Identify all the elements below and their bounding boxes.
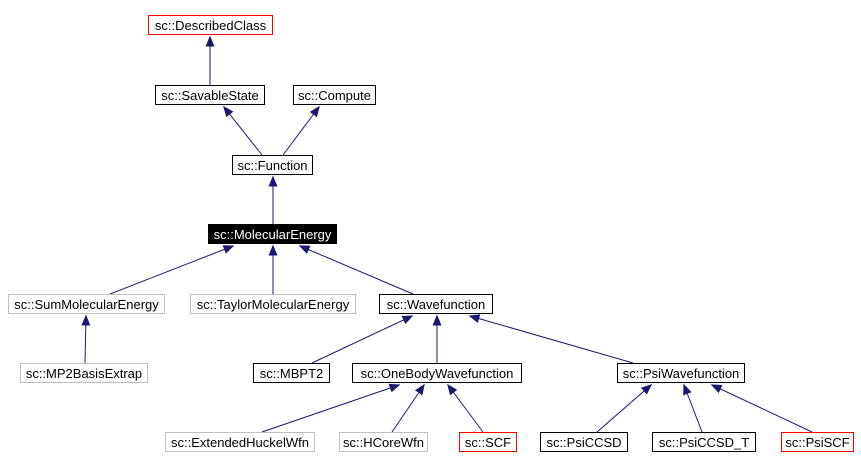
class-node-one-body-wavefunction[interactable]: sc::OneBodyWavefunction — [352, 363, 522, 383]
class-node-taylor-molecular-energy: sc::TaylorMolecularEnergy — [190, 294, 356, 314]
class-node-compute[interactable]: sc::Compute — [293, 85, 376, 105]
class-node-wavefunction[interactable]: sc::Wavefunction — [379, 294, 493, 314]
class-node-savable-state[interactable]: sc::SavableState — [155, 85, 265, 105]
inheritance-edge-mp2-basis-extrap-to-sum-molecular-energy — [81, 314, 91, 364]
class-node-psi-wavefunction[interactable]: sc::PsiWavefunction — [617, 363, 745, 383]
inheritance-edge-function-to-compute — [282, 105, 320, 156]
class-node-psi-ccsd-t[interactable]: sc::PsiCCSD_T — [652, 432, 756, 452]
class-node-function[interactable]: sc::Function — [232, 155, 313, 175]
class-node-mp2-basis-extrap: sc::MP2BasisExtrap — [20, 363, 148, 383]
inheritance-edge-mbpt2-to-wavefunction — [311, 315, 414, 364]
class-node-scf[interactable]: sc::SCF — [459, 432, 517, 452]
inheritance-edge-psi-ccsd-t-to-psi-wavefunction — [683, 383, 703, 433]
inheritance-edge-scf-to-one-body-wavefunction — [447, 383, 484, 433]
inheritance-edge-wavefunction-to-molecular-energy — [298, 245, 414, 295]
class-node-extended-huckel-wfn: sc::ExtendedHuckelWfn — [165, 432, 315, 452]
class-node-mbpt2[interactable]: sc::MBPT2 — [253, 363, 330, 383]
class-node-sum-molecular-energy: sc::SumMolecularEnergy — [8, 294, 165, 314]
inheritance-edge-psi-wavefunction-to-wavefunction — [468, 314, 634, 364]
class-node-psi-ccsd[interactable]: sc::PsiCCSD — [540, 432, 628, 452]
inheritance-edge-psi-ccsd-to-psi-wavefunction — [596, 384, 653, 433]
inheritance-edge-hcore-wfn-to-one-body-wavefunction — [391, 383, 425, 433]
class-node-psi-scf[interactable]: sc::PsiSCF — [781, 432, 854, 452]
class-node-hcore-wfn: sc::HCoreWfn — [339, 432, 428, 452]
inheritance-edge-sum-molecular-energy-to-molecular-energy — [109, 245, 235, 295]
inheritance-edge-psi-scf-to-psi-wavefunction — [710, 384, 813, 433]
inheritance-edge-function-to-savable-state — [223, 105, 263, 156]
inheritance-edge-extended-huckel-wfn-to-one-body-wavefunction — [261, 383, 401, 433]
class-node-molecular-energy: sc::MolecularEnergy — [208, 224, 337, 244]
class-node-described-class[interactable]: sc::DescribedClass — [148, 15, 273, 35]
